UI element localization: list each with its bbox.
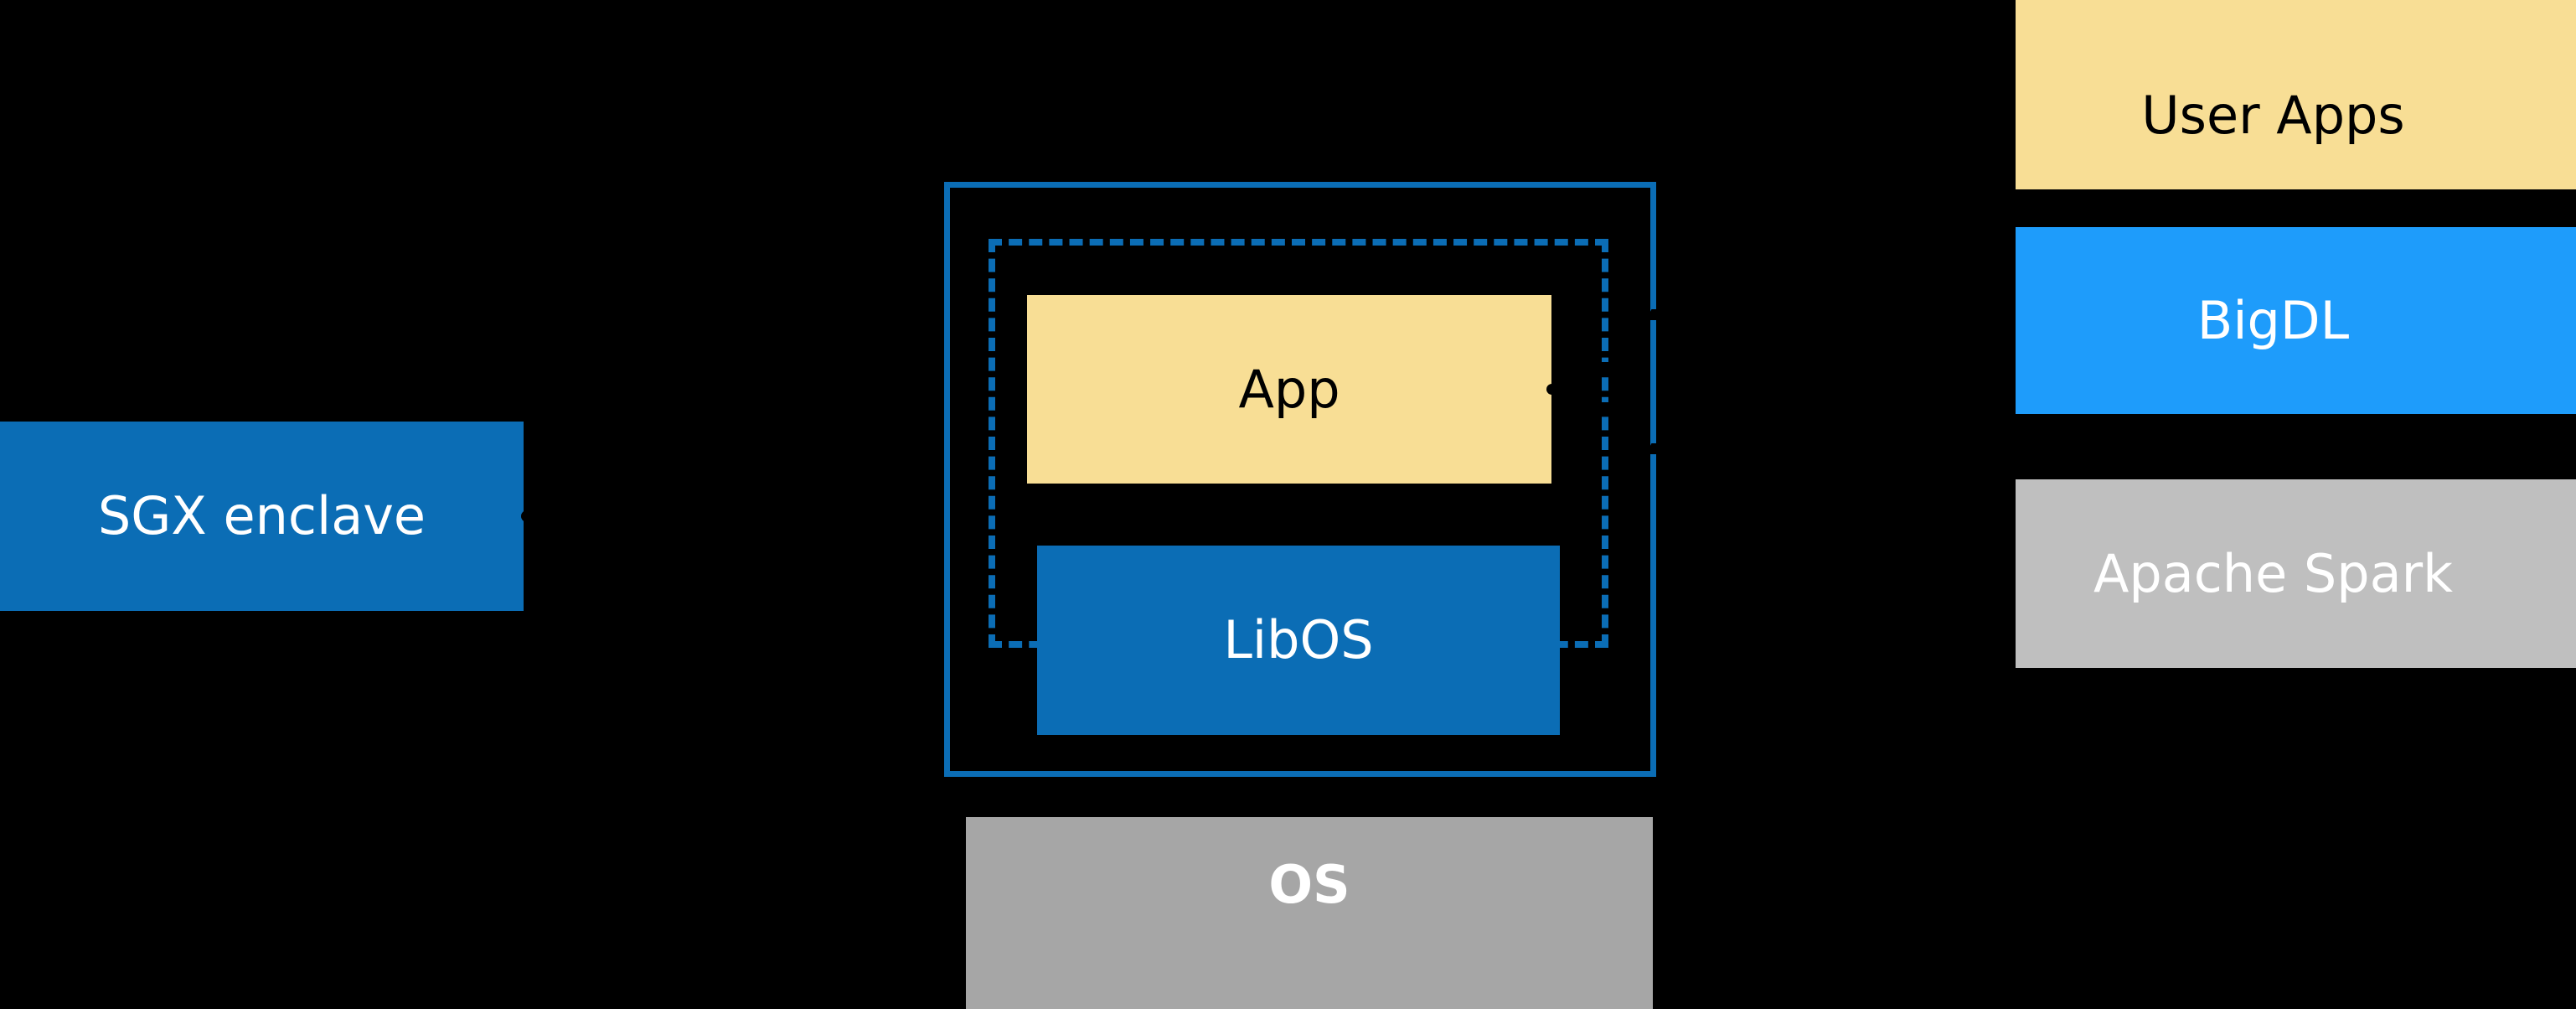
user-apps-label: User Apps bbox=[2141, 84, 2405, 146]
sgx-enclave-block[interactable]: SGX enclave bbox=[0, 422, 524, 611]
os-label: OS bbox=[1268, 854, 1350, 915]
libos-block[interactable]: LibOS bbox=[1037, 546, 1560, 735]
bigdl-label: BigDL bbox=[2197, 289, 2350, 351]
sgx-enclave-label: SGX enclave bbox=[97, 485, 426, 547]
user-apps-block[interactable]: User Apps bbox=[2016, 0, 2576, 189]
app-connector-arrowhead-icon bbox=[1546, 384, 1557, 395]
app-label: App bbox=[1238, 358, 1340, 420]
app-block[interactable]: App bbox=[1027, 295, 1551, 484]
enclave-outline-container bbox=[944, 182, 1656, 777]
libos-label: LibOS bbox=[1223, 609, 1374, 671]
bigdl-block[interactable]: BigDL bbox=[2016, 227, 2576, 414]
apache-spark-block[interactable]: Apache Spark bbox=[2016, 479, 2576, 668]
os-block[interactable]: OS bbox=[966, 817, 1653, 1009]
apache-spark-label: Apache Spark bbox=[2093, 542, 2454, 604]
sgx-connector-arrowhead-icon bbox=[521, 510, 533, 522]
